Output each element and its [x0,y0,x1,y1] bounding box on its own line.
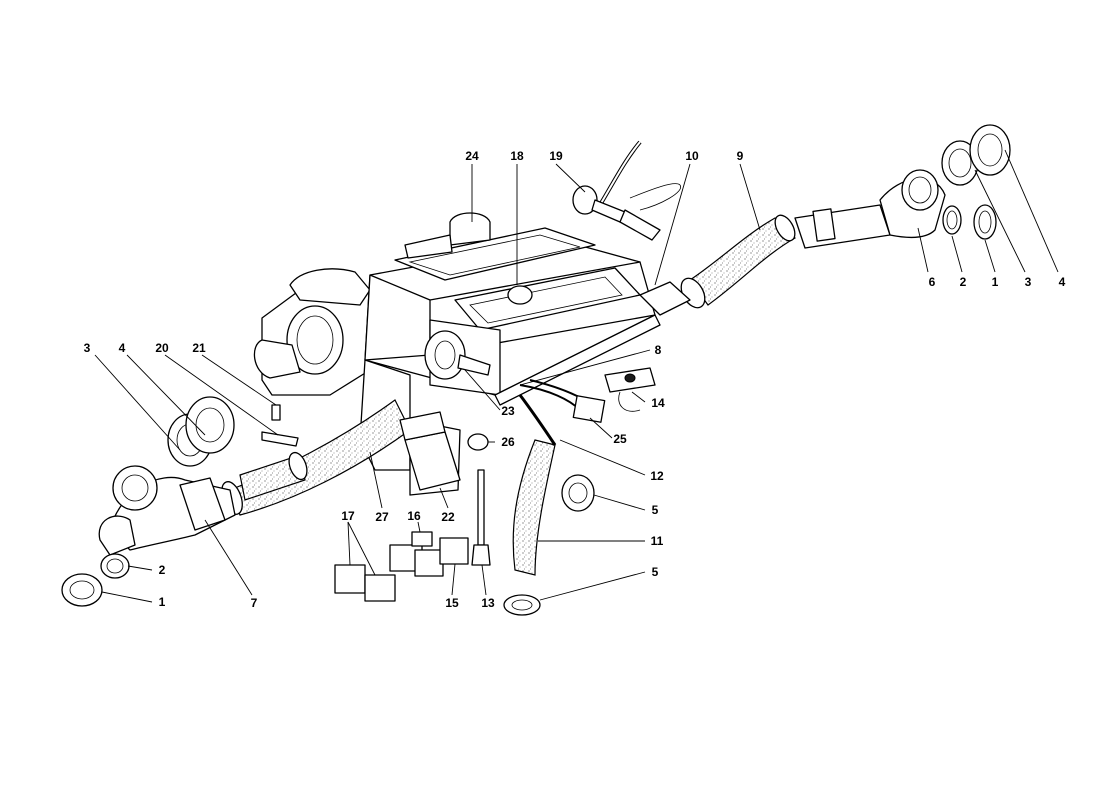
callout-2-left: 2 [159,563,166,577]
callout-1-left: 1 [159,595,166,609]
callout-9: 9 [737,149,744,163]
callout-12: 12 [650,469,664,483]
callout-18: 18 [510,149,524,163]
callout-25: 25 [613,432,627,446]
lower-components [334,367,656,616]
callout-layer: 24 18 19 10 9 6 2 1 3 4 3 4 20 21 8 14 2… [84,149,1066,610]
callout-1-right: 1 [992,275,999,289]
callout-3-left: 3 [84,341,91,355]
callout-27: 27 [375,510,389,524]
heater-housing [253,212,661,496]
callout-16: 16 [407,509,421,523]
control-cable [572,140,681,241]
callout-26: 26 [501,435,515,449]
callout-4-right: 4 [1059,275,1066,289]
callout-23: 23 [501,404,515,418]
callout-13: 13 [481,596,495,610]
callout-22: 22 [441,510,455,524]
callout-19: 19 [549,149,563,163]
callout-8: 8 [655,343,662,357]
callout-6: 6 [929,275,936,289]
callout-7: 7 [251,596,258,610]
callout-21: 21 [192,341,206,355]
callout-15: 15 [445,596,459,610]
callout-5-lower: 5 [652,565,659,579]
callout-3-right: 3 [1025,275,1032,289]
callout-10: 10 [685,149,699,163]
callout-24: 24 [465,149,479,163]
callout-5-upper: 5 [652,503,659,517]
right-duct-assembly [639,124,1011,316]
callout-11: 11 [651,534,664,548]
callout-2-right: 2 [960,275,967,289]
left-duct-assembly [61,396,411,607]
callout-20: 20 [155,341,169,355]
callout-4-left: 4 [119,341,126,355]
callout-14: 14 [651,396,665,410]
callout-17: 17 [341,509,355,523]
